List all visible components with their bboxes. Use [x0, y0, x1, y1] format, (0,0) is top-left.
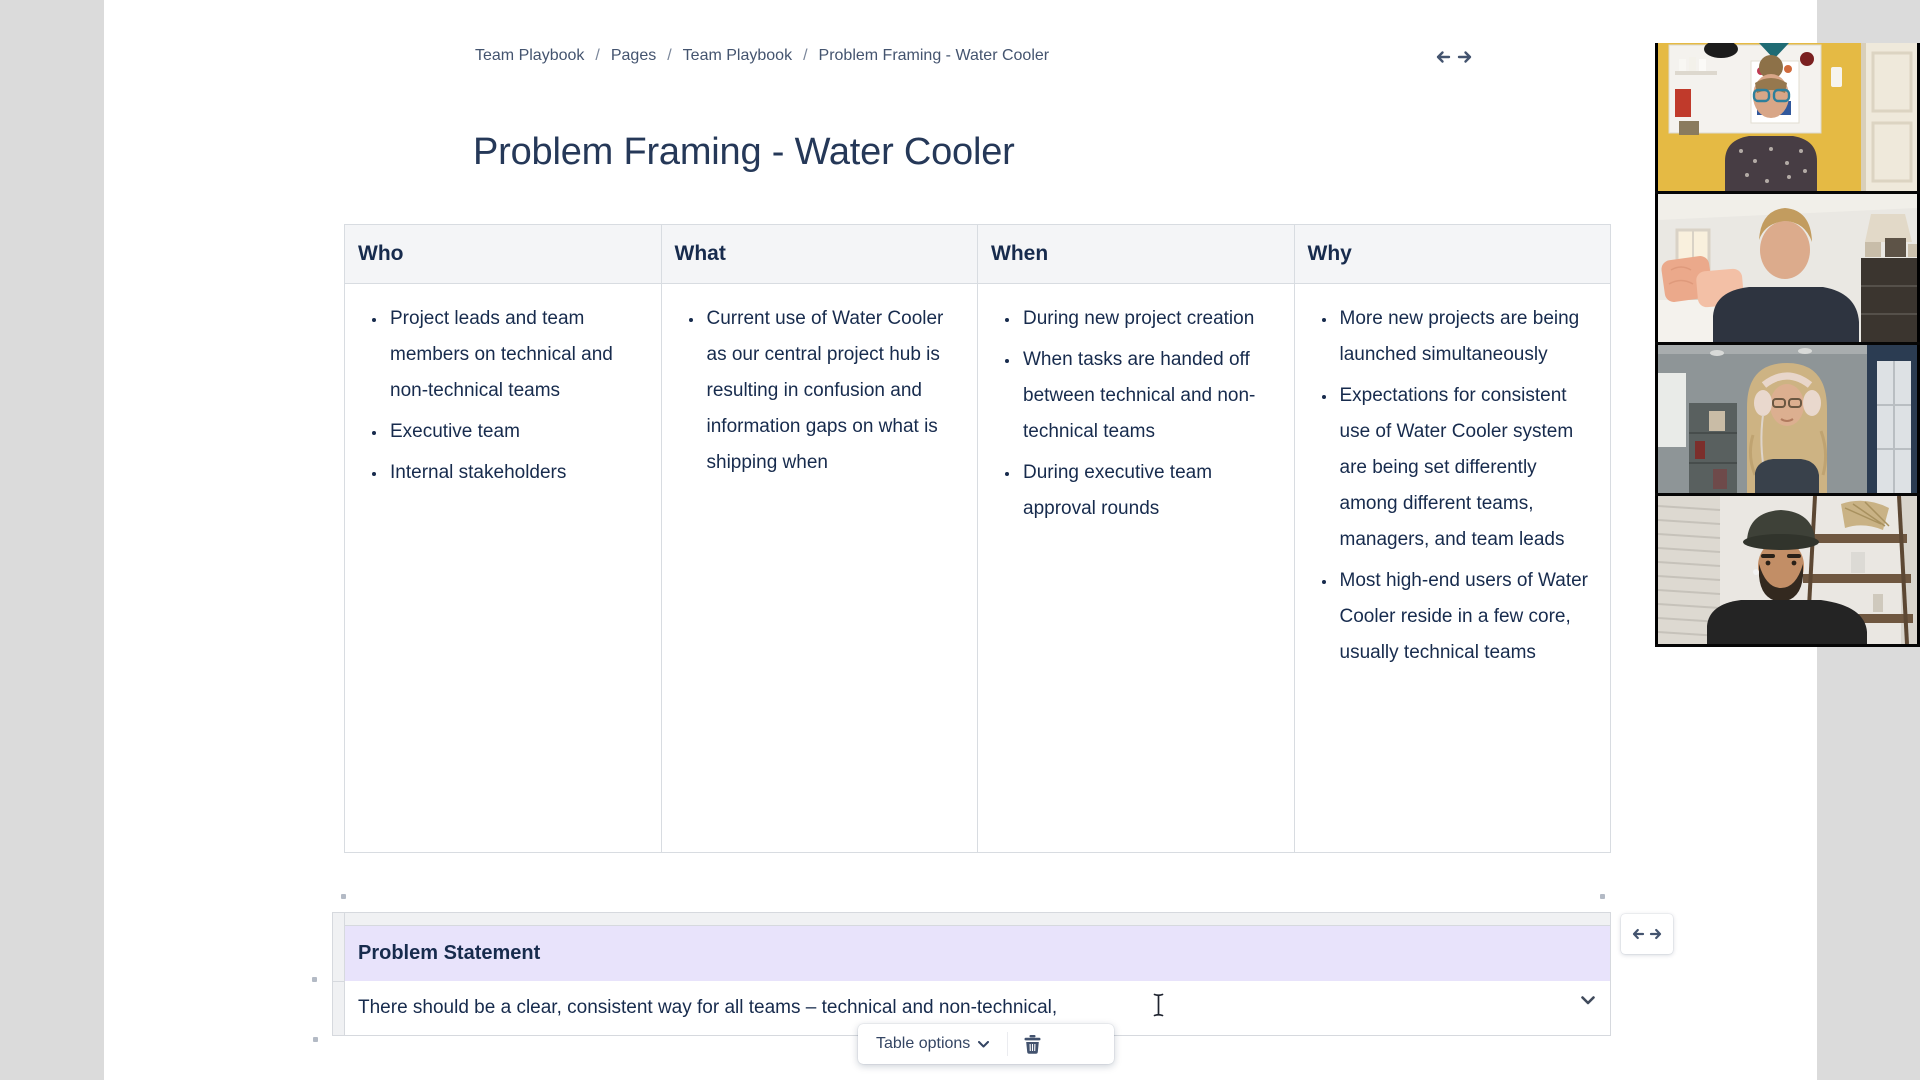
- participant-video-1[interactable]: [1655, 43, 1920, 191]
- table-corner-control[interactable]: [332, 912, 345, 926]
- column-cell-who[interactable]: Project leads and team members on techni…: [344, 283, 662, 853]
- video-call-strip: [1655, 43, 1920, 647]
- column-header-what[interactable]: What: [660, 224, 978, 284]
- bullet-item[interactable]: Expectations for consistent use of Water…: [1337, 378, 1598, 558]
- table-full-width-button[interactable]: [1621, 914, 1673, 954]
- trash-icon: [1024, 1034, 1041, 1054]
- table-resize-handle[interactable]: [341, 894, 346, 899]
- table-toolbar: Table options: [858, 1024, 1114, 1064]
- breadcrumb-item-1[interactable]: Pages: [610, 47, 657, 64]
- column-header-why[interactable]: Why: [1293, 224, 1611, 284]
- participant-video-4[interactable]: [1655, 496, 1920, 644]
- breadcrumb-separator: /: [667, 47, 672, 64]
- column-cell-why[interactable]: More new projects are being launched sim…: [1293, 283, 1611, 853]
- column-cell-when[interactable]: During new project creationWhen tasks ar…: [977, 283, 1295, 853]
- problem-statement-header-cell[interactable]: Problem Statement: [344, 925, 1611, 982]
- bullet-item[interactable]: Project leads and team members on techni…: [387, 301, 648, 409]
- participant-video-3[interactable]: [1655, 345, 1920, 493]
- bullet-item[interactable]: Most high-end users of Water Cooler resi…: [1337, 563, 1598, 671]
- bullet-item[interactable]: During new project creation: [1020, 301, 1281, 337]
- breadcrumb-separator: /: [803, 47, 808, 64]
- chevron-down-icon: [1581, 995, 1595, 1004]
- bullet-list: More new projects are being launched sim…: [1308, 301, 1598, 671]
- bullet-list: Current use of Water Cooler as our centr…: [675, 301, 965, 481]
- breadcrumb-item-3[interactable]: Problem Framing - Water Cooler: [818, 47, 1050, 64]
- bullet-list: Project leads and team members on techni…: [358, 301, 648, 491]
- bullet-item[interactable]: More new projects are being launched sim…: [1337, 301, 1598, 373]
- table-column-controls-gutter[interactable]: [332, 912, 1611, 926]
- page-width-toggle-button[interactable]: [1432, 44, 1476, 70]
- breadcrumb-item-2[interactable]: Team Playbook: [682, 47, 793, 64]
- chevron-down-icon: [978, 1040, 990, 1047]
- bullet-item[interactable]: Executive team: [387, 414, 648, 450]
- table-options-button[interactable]: Table options: [864, 1029, 1001, 1059]
- bullet-item[interactable]: Current use of Water Cooler as our centr…: [704, 301, 965, 481]
- bullet-item[interactable]: During executive team approval rounds: [1020, 455, 1281, 527]
- column-cell-what[interactable]: Current use of Water Cooler as our centr…: [660, 283, 978, 853]
- breadcrumb-item-0[interactable]: Team Playbook: [475, 47, 585, 64]
- left-right-arrows-icon: [1632, 928, 1662, 940]
- text-ibeam-pointer: [1152, 993, 1165, 1022]
- row-divider: [333, 981, 344, 982]
- cell-options-button[interactable]: [1578, 991, 1598, 1009]
- bullet-item[interactable]: When tasks are handed off between techni…: [1020, 342, 1281, 450]
- column-header-who[interactable]: Who: [344, 224, 662, 284]
- table-body-row: Project leads and team members on techni…: [344, 283, 1611, 853]
- row-handle[interactable]: [313, 1037, 318, 1042]
- participant-video-2[interactable]: [1655, 194, 1920, 342]
- delete-table-button[interactable]: [1014, 1029, 1050, 1059]
- bullet-item[interactable]: Internal stakeholders: [387, 455, 648, 491]
- breadcrumb-separator: /: [595, 47, 600, 64]
- left-right-arrows-icon: [1436, 51, 1472, 63]
- table-resize-handle[interactable]: [1600, 894, 1605, 899]
- toolbar-divider: [1007, 1032, 1009, 1056]
- table-options-label: Table options: [876, 1035, 971, 1052]
- page-title[interactable]: Problem Framing - Water Cooler: [473, 131, 1015, 174]
- breadcrumb: Team Playbook / Pages / Team Playbook / Proble…: [475, 47, 1049, 65]
- row-handle[interactable]: [312, 977, 317, 982]
- column-header-when[interactable]: When: [977, 224, 1295, 284]
- bullet-list: During new project creationWhen tasks ar…: [991, 301, 1281, 527]
